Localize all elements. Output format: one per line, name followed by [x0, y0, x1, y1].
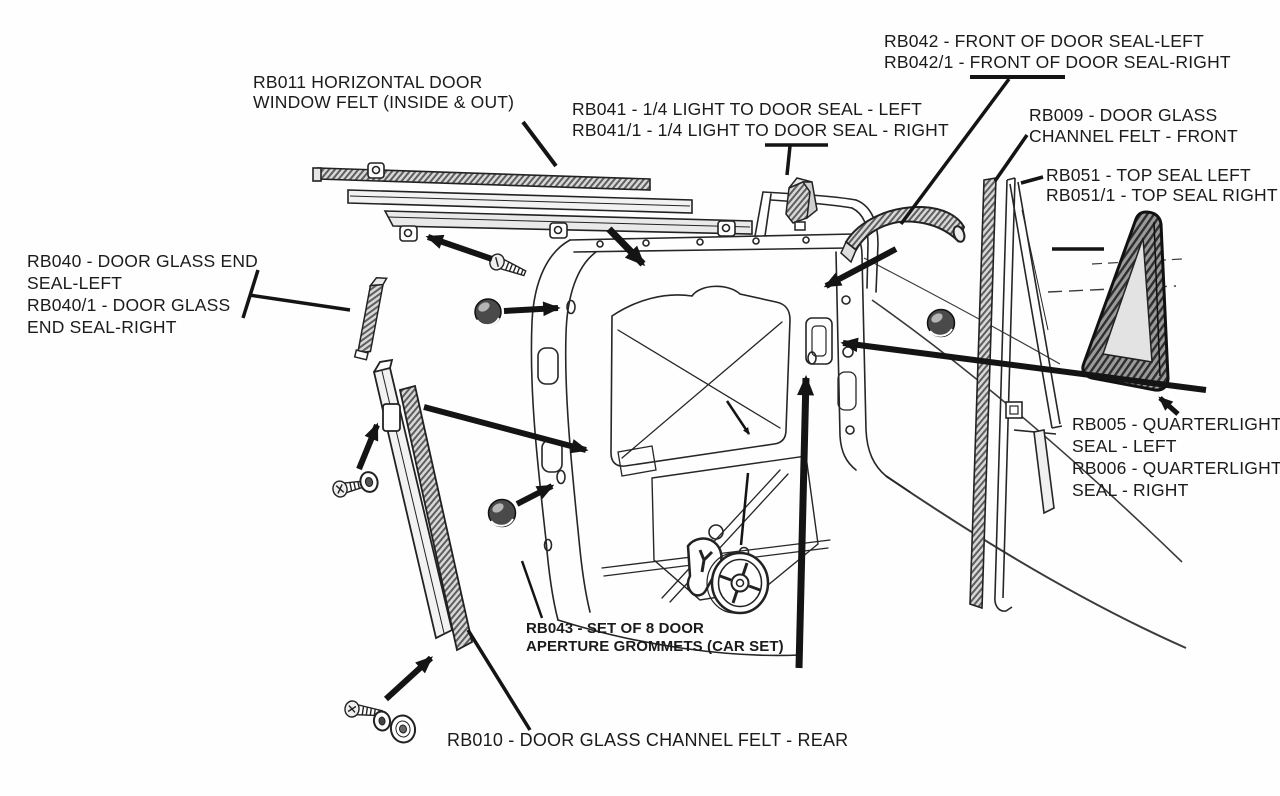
window-trim-strip — [383, 210, 753, 235]
regulator-wheel — [706, 551, 770, 615]
quarterlight-seal — [1081, 210, 1170, 392]
arrow-seal-to-frame-corner — [823, 246, 898, 289]
label-line: RB009 - DOOR GLASS — [1029, 105, 1218, 125]
label-line: RB010 - DOOR GLASS CHANNEL FELT - REAR — [447, 730, 849, 750]
rb011-leader — [521, 120, 558, 168]
label-line: RB041/1 - 1/4 LIGHT TO DOOR SEAL - RIGHT — [572, 120, 949, 140]
door-inner-panel — [530, 191, 911, 657]
spring-nut-bottom — [372, 710, 392, 732]
label-line: RB042/1 - FRONT OF DOOR SEAL-RIGHT — [884, 52, 1231, 72]
label-line: RB006 - QUARTERLIGHT — [1072, 458, 1280, 478]
front-of-door-seal — [840, 205, 966, 264]
label-rb005-rb006: RB005 - QUARTERLIGHT SEAL - LEFT RB006 -… — [1072, 413, 1280, 501]
rb041-leader — [785, 145, 792, 176]
fixing-screw-bottom — [344, 700, 383, 718]
rear-channel-felt-assembly — [372, 358, 474, 652]
label-line: RB042 - FRONT OF DOOR SEAL-LEFT — [884, 31, 1204, 51]
rear-channel-felt-strip — [398, 384, 474, 652]
label-line: SEAL - RIGHT — [1072, 480, 1189, 500]
label-rb009: RB009 - DOOR GLASS CHANNEL FELT - FRONT — [1029, 105, 1238, 147]
label-line: RB040 - DOOR GLASS END — [27, 251, 258, 271]
rb043-leader — [520, 560, 544, 619]
label-line: RB011 HORIZONTAL DOOR — [253, 72, 483, 92]
label-line: RB051 - TOP SEAL LEFT — [1046, 165, 1251, 185]
wheel-leader — [739, 472, 750, 546]
arrow-grommet-upper — [503, 301, 561, 317]
label-line: RB040/1 - DOOR GLASS — [27, 295, 231, 315]
arrow-channel-to-door — [423, 404, 589, 454]
aperture-grommet-upper-left — [474, 298, 502, 327]
trim-mount-tabs — [399, 220, 736, 242]
grommet-hole-front-upper — [566, 299, 576, 315]
rb042-leader — [899, 77, 1011, 226]
arrow-screw-to-channel-bottom — [383, 655, 434, 702]
label-line: CHANNEL FELT - FRONT — [1029, 126, 1238, 146]
quarterlight-frame — [994, 177, 1063, 612]
label-rb010: RB010 - DOOR GLASS CHANNEL FELT - REAR — [447, 730, 848, 751]
aperture-grommet-right — [926, 308, 956, 338]
spring-clip — [686, 537, 723, 597]
arrow-regulator-small — [725, 400, 751, 435]
label-rb051: RB051 - TOP SEAL LEFT RB051/1 - TOP SEAL… — [1046, 165, 1278, 205]
label-rb043: RB043 - SET OF 8 DOOR APERTURE GROMMETS … — [526, 620, 784, 656]
washer-bottom — [389, 714, 417, 744]
label-line: RB041 - 1/4 LIGHT TO DOOR SEAL - LEFT — [572, 99, 923, 119]
arrow-screw-to-tab — [425, 234, 493, 262]
arrow-grommet-right-long — [840, 337, 1207, 393]
label-rb040: RB040 - DOOR GLASS END SEAL-LEFT RB040/1… — [27, 250, 258, 338]
quarterlight-glass — [1102, 237, 1153, 363]
label-line: END SEAL-RIGHT — [27, 317, 177, 337]
arrow-felt-to-door — [606, 226, 646, 267]
arrow-rb005-to-seal — [1158, 396, 1180, 416]
label-line: APERTURE GROMMETS (CAR SET) — [526, 638, 784, 655]
fixing-screw-top — [489, 253, 527, 277]
aperture-grommet-lower-left — [487, 498, 517, 528]
horizontal-window-felt-strips — [312, 162, 753, 242]
arrow-grommet-lower — [515, 483, 555, 507]
washer-middle — [359, 471, 379, 493]
rb040-leader — [248, 293, 351, 312]
label-rb011: RB011 HORIZONTAL DOOR WINDOW FELT (INSID… — [253, 72, 514, 112]
rb051-leader — [1020, 175, 1044, 185]
rb010-leader — [466, 629, 532, 731]
label-line: RB005 - QUARTERLIGHT — [1072, 414, 1280, 434]
callout-arrows — [241, 75, 1207, 731]
grommet-hole-front-lower — [556, 469, 566, 485]
arrow-screw-to-channel — [356, 422, 380, 471]
label-rb041: RB041 - 1/4 LIGHT TO DOOR SEAL - LEFT RB… — [572, 99, 949, 141]
label-line: RB051/1 - TOP SEAL RIGHT — [1046, 185, 1278, 205]
arrow-long-vertical — [795, 374, 815, 669]
rb040-leader-tick — [241, 269, 260, 319]
label-line: SEAL - LEFT — [1072, 436, 1177, 456]
grommet-hole-latch — [807, 351, 817, 365]
quarter-light-to-door-seal — [785, 177, 818, 231]
label-line: RB043 - SET OF 8 DOOR — [526, 620, 704, 637]
front-channel-felt-strip — [969, 177, 997, 610]
label-line: SEAL-LEFT — [27, 273, 123, 293]
label-rb042: RB042 - FRONT OF DOOR SEAL-LEFT RB042/1 … — [884, 31, 1231, 73]
label-line: WINDOW FELT (INSIDE & OUT) — [253, 92, 515, 112]
rb009-leader — [993, 134, 1029, 182]
door-glass-end-seal — [353, 277, 388, 361]
